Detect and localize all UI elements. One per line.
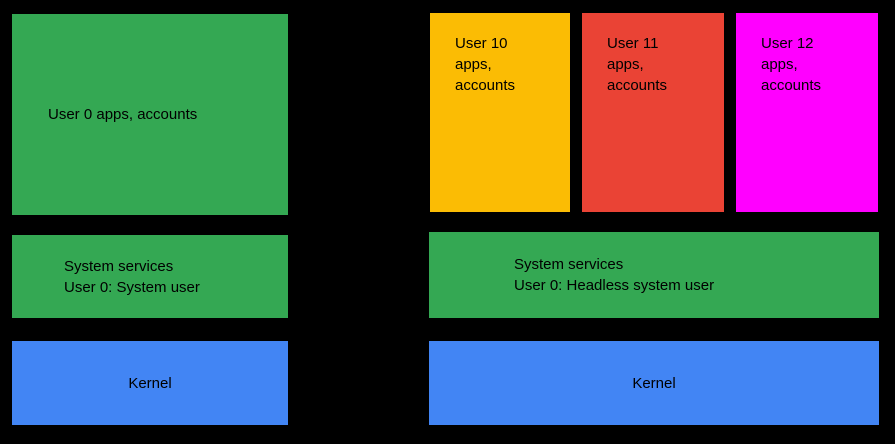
right-user12-apps-accounts-box: User 12 apps, accounts [736,13,878,212]
right-system-services-label: System services User 0: Headless system … [514,256,715,294]
right-kernel-box: Kernel [429,341,879,425]
left-system-services-box: System services User 0: System user [12,235,288,318]
right-user12-apps-accounts-label: User 12 apps, accounts [761,35,822,94]
left-user0-apps-accounts-box: User 0 apps, accounts [12,14,288,215]
left-kernel-label: Kernel [128,374,172,392]
left-kernel-box: Kernel [12,341,288,425]
right-system-services-box: System services User 0: Headless system … [429,232,879,318]
left-system-services-label: System services User 0: System user [64,257,200,296]
right-user10-apps-accounts-label: User 10 apps, accounts [455,35,516,94]
right-user11-apps-accounts-label: User 11 apps, accounts [607,35,668,94]
left-user0-apps-accounts-label: User 0 apps, accounts [48,106,198,123]
right-user10-apps-accounts-box: User 10 apps, accounts [430,13,570,212]
right-user11-apps-accounts-box: User 11 apps, accounts [582,13,724,212]
right-kernel-label: Kernel [632,374,676,392]
